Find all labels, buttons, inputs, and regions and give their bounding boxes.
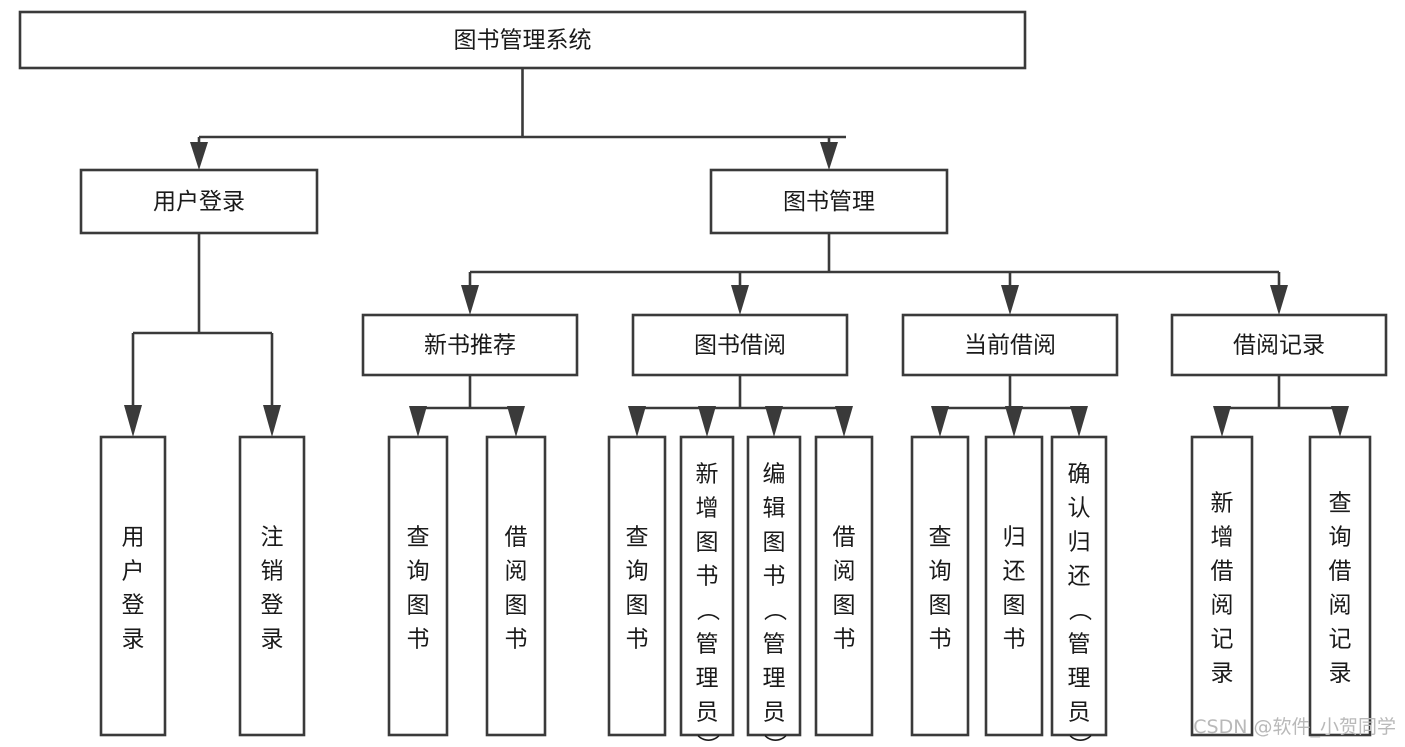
node-borrow-record[interactable]: 借阅记录 [1170, 313, 1388, 377]
node-box-book-manage[interactable] [709, 168, 949, 235]
connector-group-current-borrow [931, 375, 1088, 437]
arrow-head-leaf-confirm-return [1070, 406, 1088, 437]
node-user-login[interactable]: 用户登录 [79, 168, 319, 235]
node-leaf-return-book[interactable]: 归还图书 [984, 435, 1044, 737]
node-label-new-book-recommend: 新书推荐 [424, 333, 516, 359]
arrow-head-leaf-add-book [698, 406, 716, 437]
arrow-head-book-borrow [731, 285, 749, 315]
node-label-user-login: 用户登录 [153, 189, 245, 215]
node-label-leaf-query-book-1: 查询图书 [407, 525, 430, 653]
node-label-leaf-return-book: 归还图书 [1003, 525, 1026, 653]
node-box-leaf-query-book-2[interactable] [607, 435, 667, 737]
node-label-book-borrow: 图书借阅 [694, 333, 786, 359]
node-label-book-manage: 图书管理 [783, 189, 875, 215]
node-leaf-edit-book[interactable]: 编辑图书（管理员） [746, 435, 802, 747]
connector-group-root [190, 68, 846, 170]
node-book-borrow[interactable]: 图书借阅 [631, 313, 849, 377]
arrow-head-leaf-edit-book [765, 406, 783, 437]
node-root[interactable]: 图书管理系统 [18, 10, 1027, 70]
arrow-head-leaf-return-book [1005, 406, 1023, 437]
node-leaf-add-borrow-record[interactable]: 新增借阅记录 [1190, 435, 1254, 737]
node-leaf-borrow-book-1[interactable]: 借阅图书 [485, 435, 547, 737]
node-label-root: 图书管理系统 [454, 28, 592, 54]
connector-group-book-manage [461, 233, 1288, 315]
node-label-leaf-borrow-book-2: 借阅图书 [833, 525, 856, 653]
node-book-manage[interactable]: 图书管理 [709, 168, 949, 235]
arrow-head-leaf-borrow-book-2 [835, 406, 853, 437]
node-label-borrow-record: 借阅记录 [1233, 333, 1325, 359]
arrow-head-current-borrow [1001, 285, 1019, 315]
node-box-leaf-borrow-book-2[interactable] [814, 435, 874, 737]
nodes-layer: 图书管理系统用户登录图书管理新书推荐图书借阅当前借阅借阅记录用户登录注销登录查询… [18, 10, 1388, 747]
node-label-leaf-confirm-return: 确认归还（管理员） [1068, 462, 1093, 747]
csdn-watermark: CSDN @软件_小贺同学 [1193, 716, 1396, 738]
node-box-new-book-recommend[interactable] [361, 313, 579, 377]
connector-group-user-login [124, 233, 281, 437]
node-box-user-login[interactable] [79, 168, 319, 235]
node-box-leaf-add-book[interactable] [679, 435, 735, 737]
node-box-leaf-query-book-1[interactable] [387, 435, 449, 737]
node-box-borrow-record[interactable] [1170, 313, 1388, 377]
arrow-head-leaf-user-login [124, 405, 142, 437]
node-box-leaf-query-book-3[interactable] [910, 435, 970, 737]
arrow-head-leaf-query-borrow-record [1331, 406, 1349, 437]
connector-group-new-book-recommend [409, 375, 525, 437]
connector-group-borrow-record [1213, 375, 1349, 437]
node-label-leaf-borrow-book-1: 借阅图书 [505, 525, 528, 653]
node-label-leaf-add-borrow-record: 新增借阅记录 [1211, 491, 1234, 687]
node-label-leaf-add-book: 新增图书（管理员） [696, 462, 721, 747]
node-leaf-query-book-1[interactable]: 查询图书 [387, 435, 449, 737]
node-leaf-user-logout[interactable]: 注销登录 [238, 435, 306, 737]
node-leaf-add-book[interactable]: 新增图书（管理员） [679, 435, 735, 747]
arrow-head-new-book-recommend [461, 285, 479, 315]
node-label-leaf-user-logout: 注销登录 [261, 525, 284, 653]
node-box-leaf-return-book[interactable] [984, 435, 1044, 737]
node-box-leaf-query-borrow-record[interactable] [1308, 435, 1372, 737]
arrow-head-leaf-query-book-1 [409, 406, 427, 437]
node-label-leaf-query-borrow-record: 查询借阅记录 [1329, 491, 1352, 687]
node-label-current-borrow: 当前借阅 [964, 333, 1056, 359]
node-box-current-borrow[interactable] [901, 313, 1119, 377]
arrow-head-user-login [190, 142, 208, 170]
node-box-leaf-user-logout[interactable] [238, 435, 306, 737]
arrow-head-leaf-add-borrow-record [1213, 406, 1231, 437]
node-label-leaf-edit-book: 编辑图书（管理员） [763, 462, 788, 747]
node-box-root[interactable] [18, 10, 1027, 70]
arrow-head-leaf-user-logout [263, 405, 281, 437]
node-box-leaf-add-borrow-record[interactable] [1190, 435, 1254, 737]
node-box-leaf-user-login[interactable] [99, 435, 167, 737]
arrow-head-leaf-query-book-2 [628, 406, 646, 437]
node-leaf-borrow-book-2[interactable]: 借阅图书 [814, 435, 874, 737]
arrow-head-leaf-borrow-book-1 [507, 406, 525, 437]
connector-group-book-borrow [628, 375, 853, 437]
node-label-leaf-query-book-3: 查询图书 [929, 525, 952, 653]
node-leaf-user-login[interactable]: 用户登录 [99, 435, 167, 737]
node-box-leaf-borrow-book-1[interactable] [485, 435, 547, 737]
node-label-leaf-user-login: 用户登录 [122, 525, 145, 653]
node-box-leaf-edit-book[interactable] [746, 435, 802, 737]
node-leaf-confirm-return[interactable]: 确认归还（管理员） [1050, 435, 1108, 747]
arrow-head-borrow-record [1270, 285, 1288, 315]
node-leaf-query-book-2[interactable]: 查询图书 [607, 435, 667, 737]
node-new-book-recommend[interactable]: 新书推荐 [361, 313, 579, 377]
arrow-head-book-manage [820, 142, 838, 170]
node-leaf-query-book-3[interactable]: 查询图书 [910, 435, 970, 737]
arrow-head-leaf-query-book-3 [931, 406, 949, 437]
node-box-book-borrow[interactable] [631, 313, 849, 377]
node-label-leaf-query-book-2: 查询图书 [626, 525, 649, 653]
node-box-leaf-confirm-return[interactable] [1050, 435, 1108, 737]
node-current-borrow[interactable]: 当前借阅 [901, 313, 1119, 377]
node-leaf-query-borrow-record[interactable]: 查询借阅记录 [1308, 435, 1372, 737]
